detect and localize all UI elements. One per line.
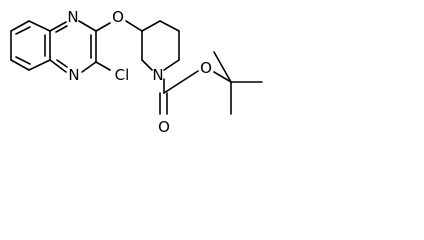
- atom-label-piperidine-nitrogen: N: [152, 66, 163, 84]
- atom-label-ester-oxygen: O: [200, 59, 212, 77]
- bond-lines: [10, 20, 263, 115]
- atom-label-carbonyl-oxygen: O: [158, 118, 170, 136]
- atom-label-n-quinoxaline-bottom: N: [68, 66, 79, 84]
- atom-label-ether-oxygen: O: [112, 8, 124, 26]
- atom-label-chlorine: Cl: [115, 66, 130, 84]
- atom-label-n-quinoxaline-top: N: [67, 8, 78, 26]
- chemical-structure-drawing: N N Cl O N O O: [10, 8, 263, 136]
